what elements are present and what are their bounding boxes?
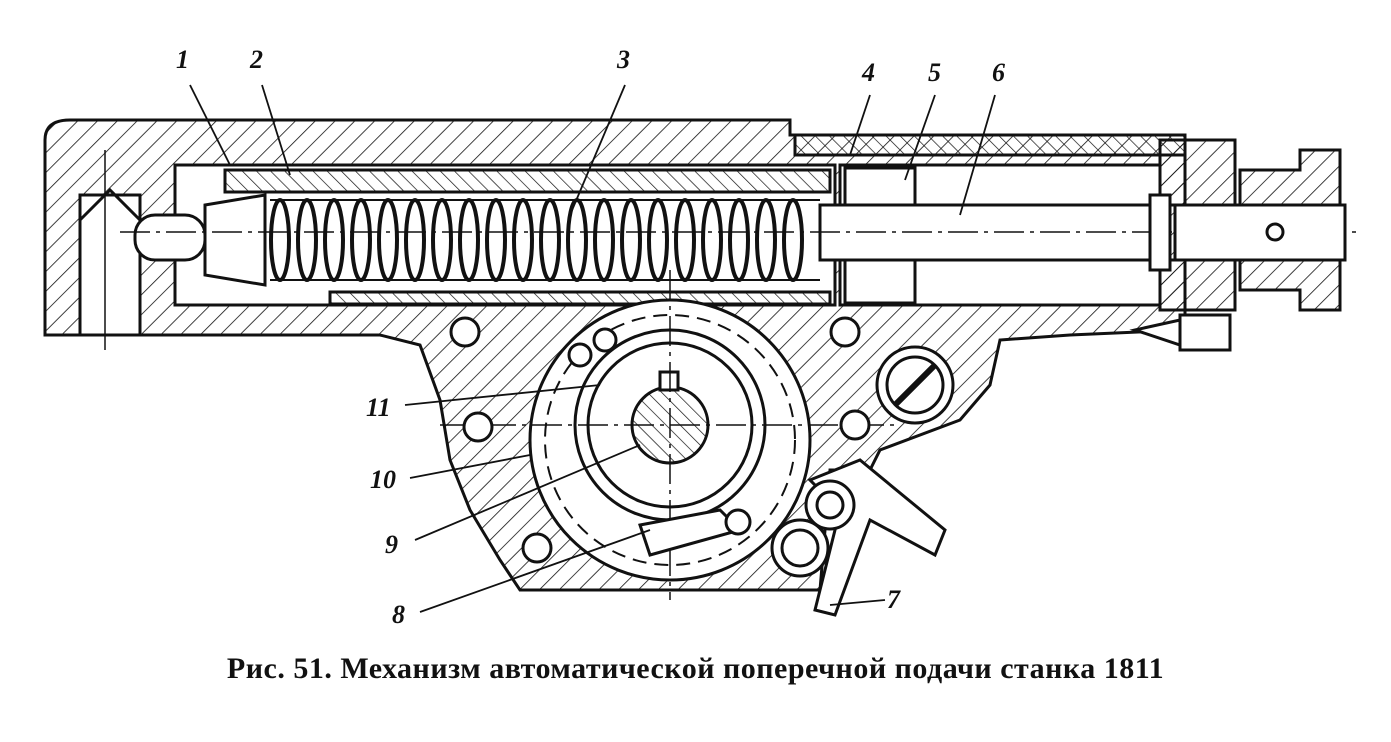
spring-coil xyxy=(485,198,507,282)
label-10: 10 xyxy=(370,465,396,494)
spring-coil xyxy=(431,198,453,282)
spring-coil xyxy=(296,198,318,282)
label-2: 2 xyxy=(250,45,263,74)
label-11: 11 xyxy=(366,393,391,422)
spring-coil xyxy=(539,198,561,282)
spring-coil xyxy=(323,198,345,282)
label-5: 5 xyxy=(928,58,941,87)
plunger-1 xyxy=(133,213,207,262)
spring-coil xyxy=(782,198,804,282)
spring-coil xyxy=(350,198,372,282)
spring-coil xyxy=(593,198,615,282)
spring-coil xyxy=(728,198,750,282)
spring-coil xyxy=(377,198,399,282)
spring-coil xyxy=(620,198,642,282)
spring-coil xyxy=(701,198,723,282)
spring-coil xyxy=(458,198,480,282)
label-6: 6 xyxy=(992,58,1005,87)
spring-coil xyxy=(404,198,426,282)
label-8: 8 xyxy=(392,600,405,629)
spring-coil xyxy=(512,198,534,282)
spring-coil xyxy=(647,198,669,282)
label-9: 9 xyxy=(385,530,398,559)
label-4: 4 xyxy=(862,58,875,87)
label-3: 3 xyxy=(617,45,630,74)
spring-coil xyxy=(269,198,291,282)
leader-lines xyxy=(189,84,996,613)
spring-coil xyxy=(755,198,777,282)
figure-caption: Рис. 51. Механизм автоматической попереч… xyxy=(226,652,1165,685)
sleeve-2 xyxy=(223,168,832,194)
spring-coil xyxy=(674,198,696,282)
label-1: 1 xyxy=(176,45,189,74)
label-7: 7 xyxy=(887,585,900,614)
